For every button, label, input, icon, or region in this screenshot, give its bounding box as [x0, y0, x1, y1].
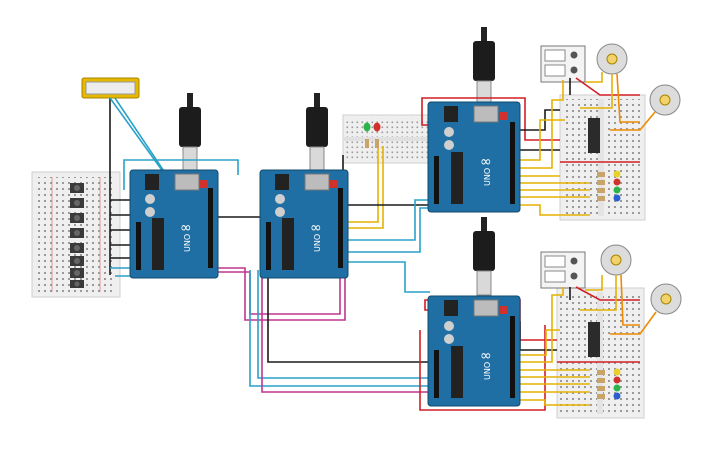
power-supply-bottom: [540, 251, 586, 289]
usb-cable-4: [473, 217, 495, 296]
led-yellow: [613, 170, 621, 178]
breadboard-top-right: [559, 94, 646, 221]
push-button: [70, 256, 84, 266]
push-button: [70, 183, 84, 193]
arduino-model-label: UNO: [183, 234, 192, 252]
push-button: [70, 268, 84, 278]
push-button: [70, 213, 84, 223]
leds-bottom-right: [588, 322, 621, 400]
led-green: [613, 384, 621, 392]
push-button: [70, 228, 84, 238]
leds-small-board: [363, 122, 381, 148]
dc-motor-2: [649, 84, 681, 116]
led-red: [373, 122, 381, 132]
led-green: [613, 186, 621, 194]
led-red: [613, 178, 621, 186]
led-blue: [613, 392, 621, 400]
arduino-board-4: ∞ UNO: [427, 295, 521, 407]
usb-cable-2: [306, 93, 328, 172]
resistor: [365, 139, 369, 148]
usb-cable-3: [473, 27, 495, 106]
led-red: [613, 376, 621, 384]
led-blue: [613, 194, 621, 202]
arduino-model-label: UNO: [483, 168, 492, 186]
breadboard-small: [342, 114, 439, 164]
push-button: [70, 243, 84, 253]
motor-driver-chip: [588, 118, 600, 153]
motor-driver-chip: [588, 322, 600, 357]
led-green: [363, 122, 371, 132]
push-button: [70, 198, 84, 208]
push-button: [70, 280, 84, 288]
arduino-logo: ∞: [310, 220, 322, 236]
leds-top-right: [588, 118, 621, 202]
dc-motor-3: [600, 244, 632, 276]
arduino-board-1: ∞ UNO: [129, 169, 219, 279]
arduino-board-2: ∞ UNO: [259, 169, 349, 279]
push-buttons: [70, 183, 84, 288]
arduino-model-label: UNO: [483, 362, 492, 380]
resistor: [375, 139, 379, 148]
dc-motor-1: [596, 43, 628, 75]
usb-cable-1: [179, 93, 201, 172]
arduino-logo: ∞: [180, 220, 192, 236]
arduino-logo: ∞: [480, 348, 492, 364]
led-yellow: [613, 368, 621, 376]
arduino-logo: ∞: [480, 154, 492, 170]
wires: [109, 72, 657, 411]
power-supply-top: [540, 45, 586, 83]
arduino-board-3: ∞ UNO: [427, 101, 521, 213]
lcd-display: [81, 77, 140, 99]
dc-motor-4: [650, 283, 682, 315]
arduino-model-label: UNO: [313, 234, 322, 252]
